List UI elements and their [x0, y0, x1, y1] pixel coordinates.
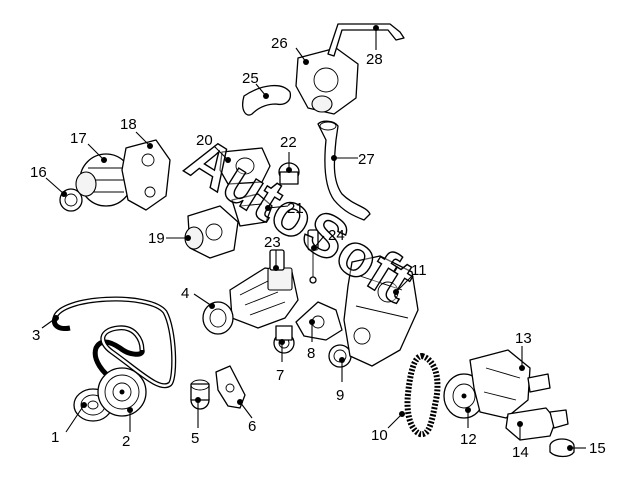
callout-label: 18 — [120, 116, 137, 133]
callout-6: 6 — [237, 399, 256, 435]
coolant-hose — [242, 85, 292, 116]
callout-1: 1 — [51, 402, 87, 446]
callout-label: 19 — [148, 230, 165, 247]
callout-label: 9 — [336, 387, 344, 404]
callout-27: 27 — [331, 151, 375, 168]
callout-25: 25 — [242, 70, 269, 99]
timing-cover — [343, 255, 419, 367]
callout-label: 20 — [196, 132, 213, 149]
callout-label: 14 — [512, 444, 529, 461]
return-pipe — [317, 120, 371, 221]
callout-label: 24 — [328, 227, 345, 244]
callout-8: 8 — [307, 319, 315, 362]
oil-pump — [469, 349, 551, 419]
callout-label: 25 — [242, 70, 259, 87]
callout-24: 24 — [311, 227, 345, 251]
callout-label: 12 — [460, 431, 477, 448]
callout-label: 15 — [589, 440, 606, 457]
small-cap — [190, 379, 210, 410]
callout-19: 19 — [148, 230, 191, 247]
callout-label: 4 — [181, 285, 189, 302]
callout-label: 6 — [248, 418, 256, 435]
callout-2: 2 — [122, 407, 133, 450]
callout-label: 8 — [307, 345, 315, 362]
seal-ring — [273, 325, 295, 354]
coolant-flange — [219, 147, 271, 185]
callout-label: 27 — [358, 151, 375, 168]
callout-18: 18 — [120, 116, 153, 149]
callout-label: 2 — [122, 433, 130, 450]
callout-label: 22 — [280, 134, 297, 151]
callout-label: 10 — [371, 427, 388, 444]
timing-chain — [404, 353, 441, 438]
pressure-line — [327, 23, 405, 57]
callout-14: 14 — [512, 421, 529, 461]
callout-label: 16 — [30, 164, 47, 181]
callout-label: 7 — [276, 367, 284, 384]
callout-label: 1 — [51, 429, 59, 446]
steering-pump — [295, 47, 359, 115]
pump-bracket — [505, 407, 569, 441]
callout-23: 23 — [264, 234, 281, 271]
callout-22: 22 — [280, 134, 297, 173]
callout-label: 23 — [264, 234, 281, 251]
callout-15: 15 — [567, 440, 606, 457]
callout-7: 7 — [276, 339, 285, 384]
callout-17: 17 — [70, 130, 107, 163]
callout-label: 21 — [287, 200, 304, 217]
callout-label: 3 — [32, 327, 40, 344]
callout-21: 21 — [265, 200, 304, 217]
callout-label: 5 — [191, 430, 199, 447]
callout-26: 26 — [271, 35, 309, 65]
callout-3: 3 — [32, 315, 59, 344]
pump-unit — [202, 267, 299, 335]
callout-13: 13 — [515, 330, 532, 371]
alternator-bracket — [121, 139, 171, 211]
thermostat-housing — [295, 301, 343, 341]
coolant-pipe — [231, 193, 273, 227]
callout-10: 10 — [371, 411, 405, 444]
gasket-plate — [215, 365, 246, 409]
callout-16: 16 — [30, 164, 67, 197]
callout-label: 17 — [70, 130, 87, 147]
callout-20: 20 — [196, 132, 231, 163]
callout-4: 4 — [181, 285, 215, 309]
callout-12: 12 — [460, 407, 477, 448]
callout-label: 11 — [411, 262, 427, 279]
callout-28: 28 — [366, 25, 383, 68]
callout-11: 11 — [393, 262, 427, 295]
callout-label: 28 — [366, 51, 383, 68]
callout-label: 26 — [271, 35, 288, 52]
callout-label: 13 — [515, 330, 532, 347]
callout-9: 9 — [336, 357, 345, 404]
small-seal — [328, 344, 352, 368]
callout-5: 5 — [191, 397, 201, 447]
crank-pulley — [97, 367, 147, 417]
